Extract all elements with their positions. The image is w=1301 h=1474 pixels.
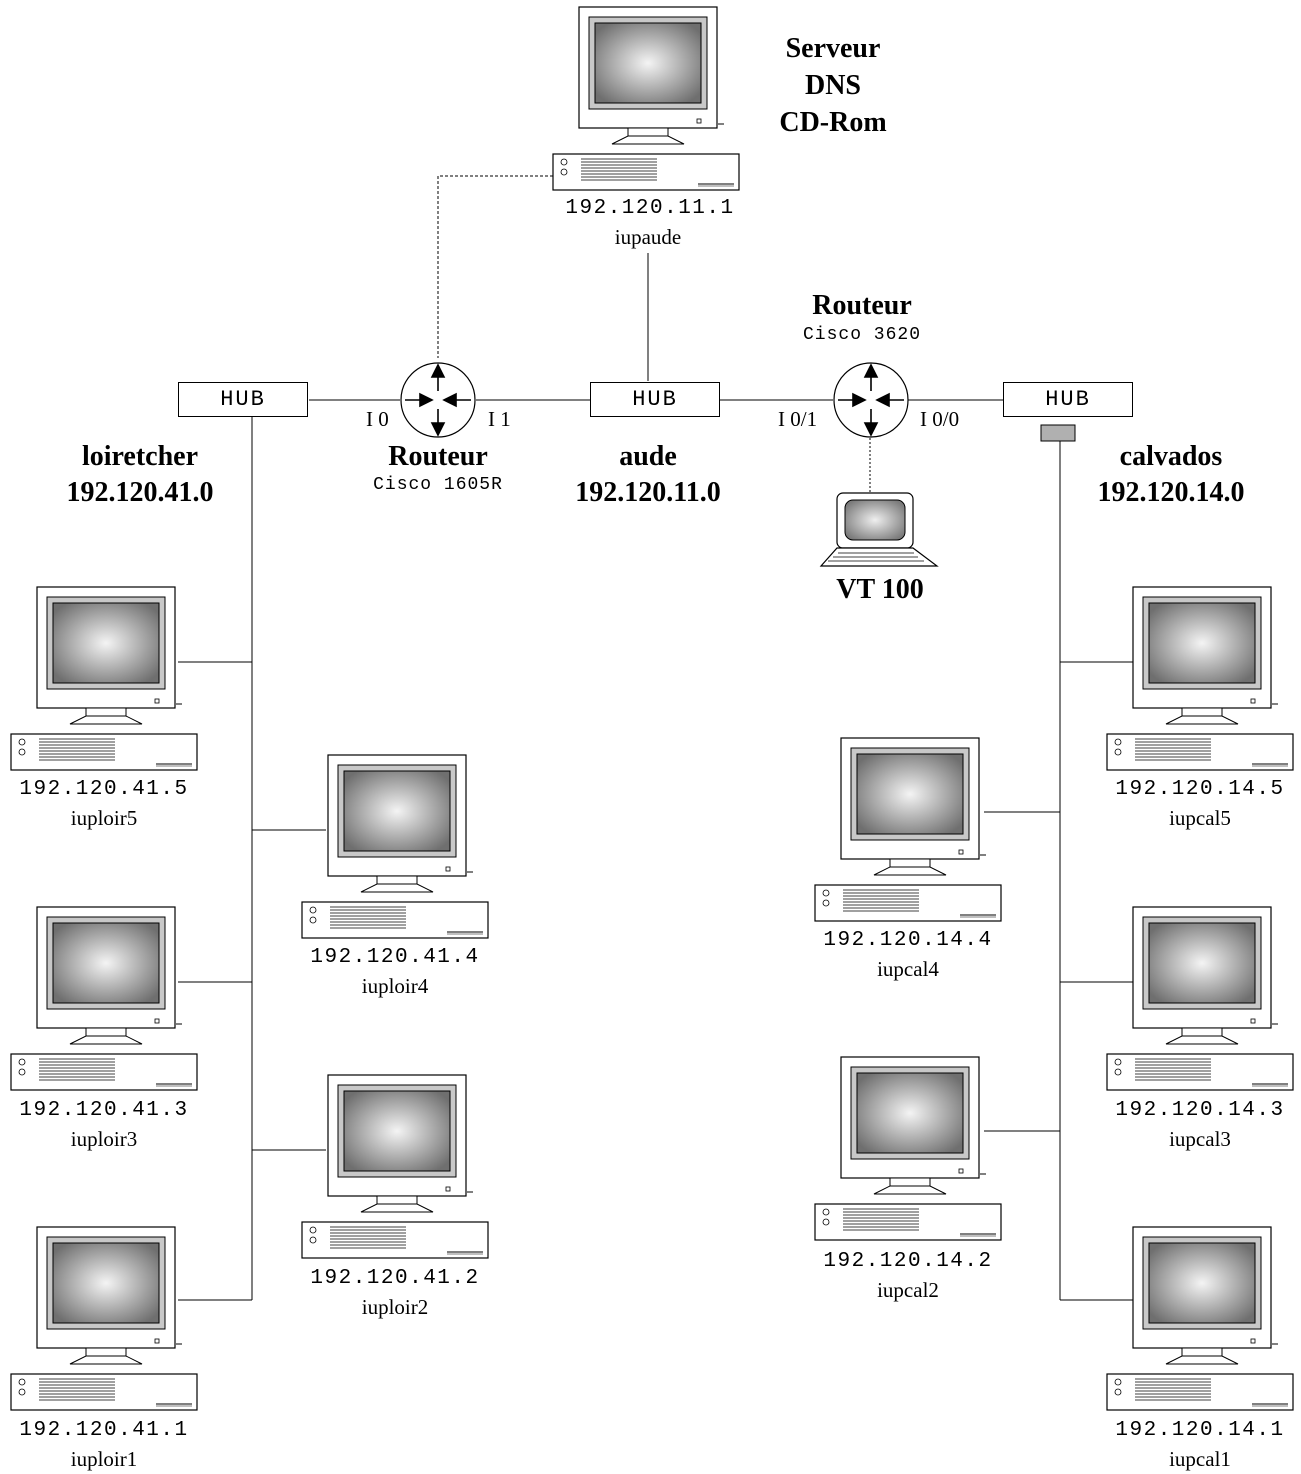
host-name: iuploir5	[70, 806, 138, 830]
server-router-dashed-link	[437, 175, 553, 358]
router-right-if-right: I 0/0	[920, 407, 960, 431]
host-name: iuploir4	[361, 974, 429, 998]
router-right-model: Cisco 3620	[802, 325, 922, 345]
host-name: iuploir2	[361, 1295, 429, 1319]
host-ip: 192.120.41.5	[19, 778, 189, 801]
host-ip: 192.120.14.1	[1115, 1419, 1285, 1442]
host-ip: 192.120.14.3	[1115, 1099, 1285, 1122]
router-right-title: Routeur	[812, 290, 912, 321]
network-center-name: aude	[619, 441, 677, 472]
workstation-iupcal5-icon	[1106, 586, 1294, 771]
transceiver-block	[1040, 424, 1076, 442]
hub-left: HUB	[178, 382, 308, 417]
host-ip: 192.120.41.1	[19, 1419, 189, 1442]
workstation-iuploir5-icon	[10, 586, 198, 771]
hub-center: HUB	[590, 382, 720, 417]
host-name: iupcal4	[877, 957, 939, 981]
network-right-address: 192.120.14.0	[1097, 477, 1245, 508]
network-left-name: loiretcher	[81, 441, 199, 472]
host-ip: 192.120.14.4	[823, 929, 993, 952]
router-left-icon	[400, 362, 476, 438]
router-left-if-right: I 1	[488, 407, 511, 431]
workstation-iupcal3-icon	[1106, 906, 1294, 1091]
vt100-label: VT 100	[836, 574, 924, 605]
server-name: iupaude	[614, 225, 682, 249]
router-left-if-left: I 0	[366, 407, 389, 431]
host-name: iupcal1	[1169, 1447, 1231, 1471]
host-name: iuploir3	[70, 1127, 138, 1151]
host-name: iupcal2	[877, 1278, 939, 1302]
server-title-line: Serveur	[785, 33, 881, 64]
router-right-icon	[833, 362, 909, 438]
host-ip: 192.120.14.2	[823, 1250, 993, 1273]
workstation-iuploir4-icon	[301, 754, 489, 939]
router-left-model: Cisco 1605R	[373, 475, 503, 495]
server-computer-icon	[552, 6, 740, 191]
server-title-line: CD-Rom	[779, 107, 887, 138]
network-left-address: 192.120.41.0	[66, 477, 214, 508]
network-right-name: calvados	[1119, 441, 1223, 472]
hub-right: HUB	[1003, 382, 1133, 417]
host-name: iuploir1	[70, 1447, 138, 1471]
host-ip: 192.120.41.4	[310, 946, 480, 969]
vt100-terminal-icon	[819, 492, 939, 567]
server-title-line: DNS	[804, 70, 861, 101]
server-ip: 192.120.11.1	[565, 197, 735, 220]
workstation-iuploir1-icon	[10, 1226, 198, 1411]
workstation-iupcal4-icon	[814, 737, 1002, 922]
server-title: Serveur DNS CD-Rom	[779, 30, 886, 141]
host-ip: 192.120.41.2	[310, 1267, 480, 1290]
workstation-iupcal2-icon	[814, 1056, 1002, 1241]
host-name: iupcal3	[1169, 1127, 1231, 1151]
host-ip: 192.120.41.3	[19, 1099, 189, 1122]
workstation-iuploir3-icon	[10, 906, 198, 1091]
router-right-if-left: I 0/1	[778, 407, 818, 431]
host-ip: 192.120.14.5	[1115, 778, 1285, 801]
workstation-iupcal1-icon	[1106, 1226, 1294, 1411]
workstation-iuploir2-icon	[301, 1074, 489, 1259]
host-name: iupcal5	[1169, 806, 1231, 830]
network-center-address: 192.120.11.0	[575, 477, 721, 508]
router-left-title: Routeur	[388, 441, 488, 472]
